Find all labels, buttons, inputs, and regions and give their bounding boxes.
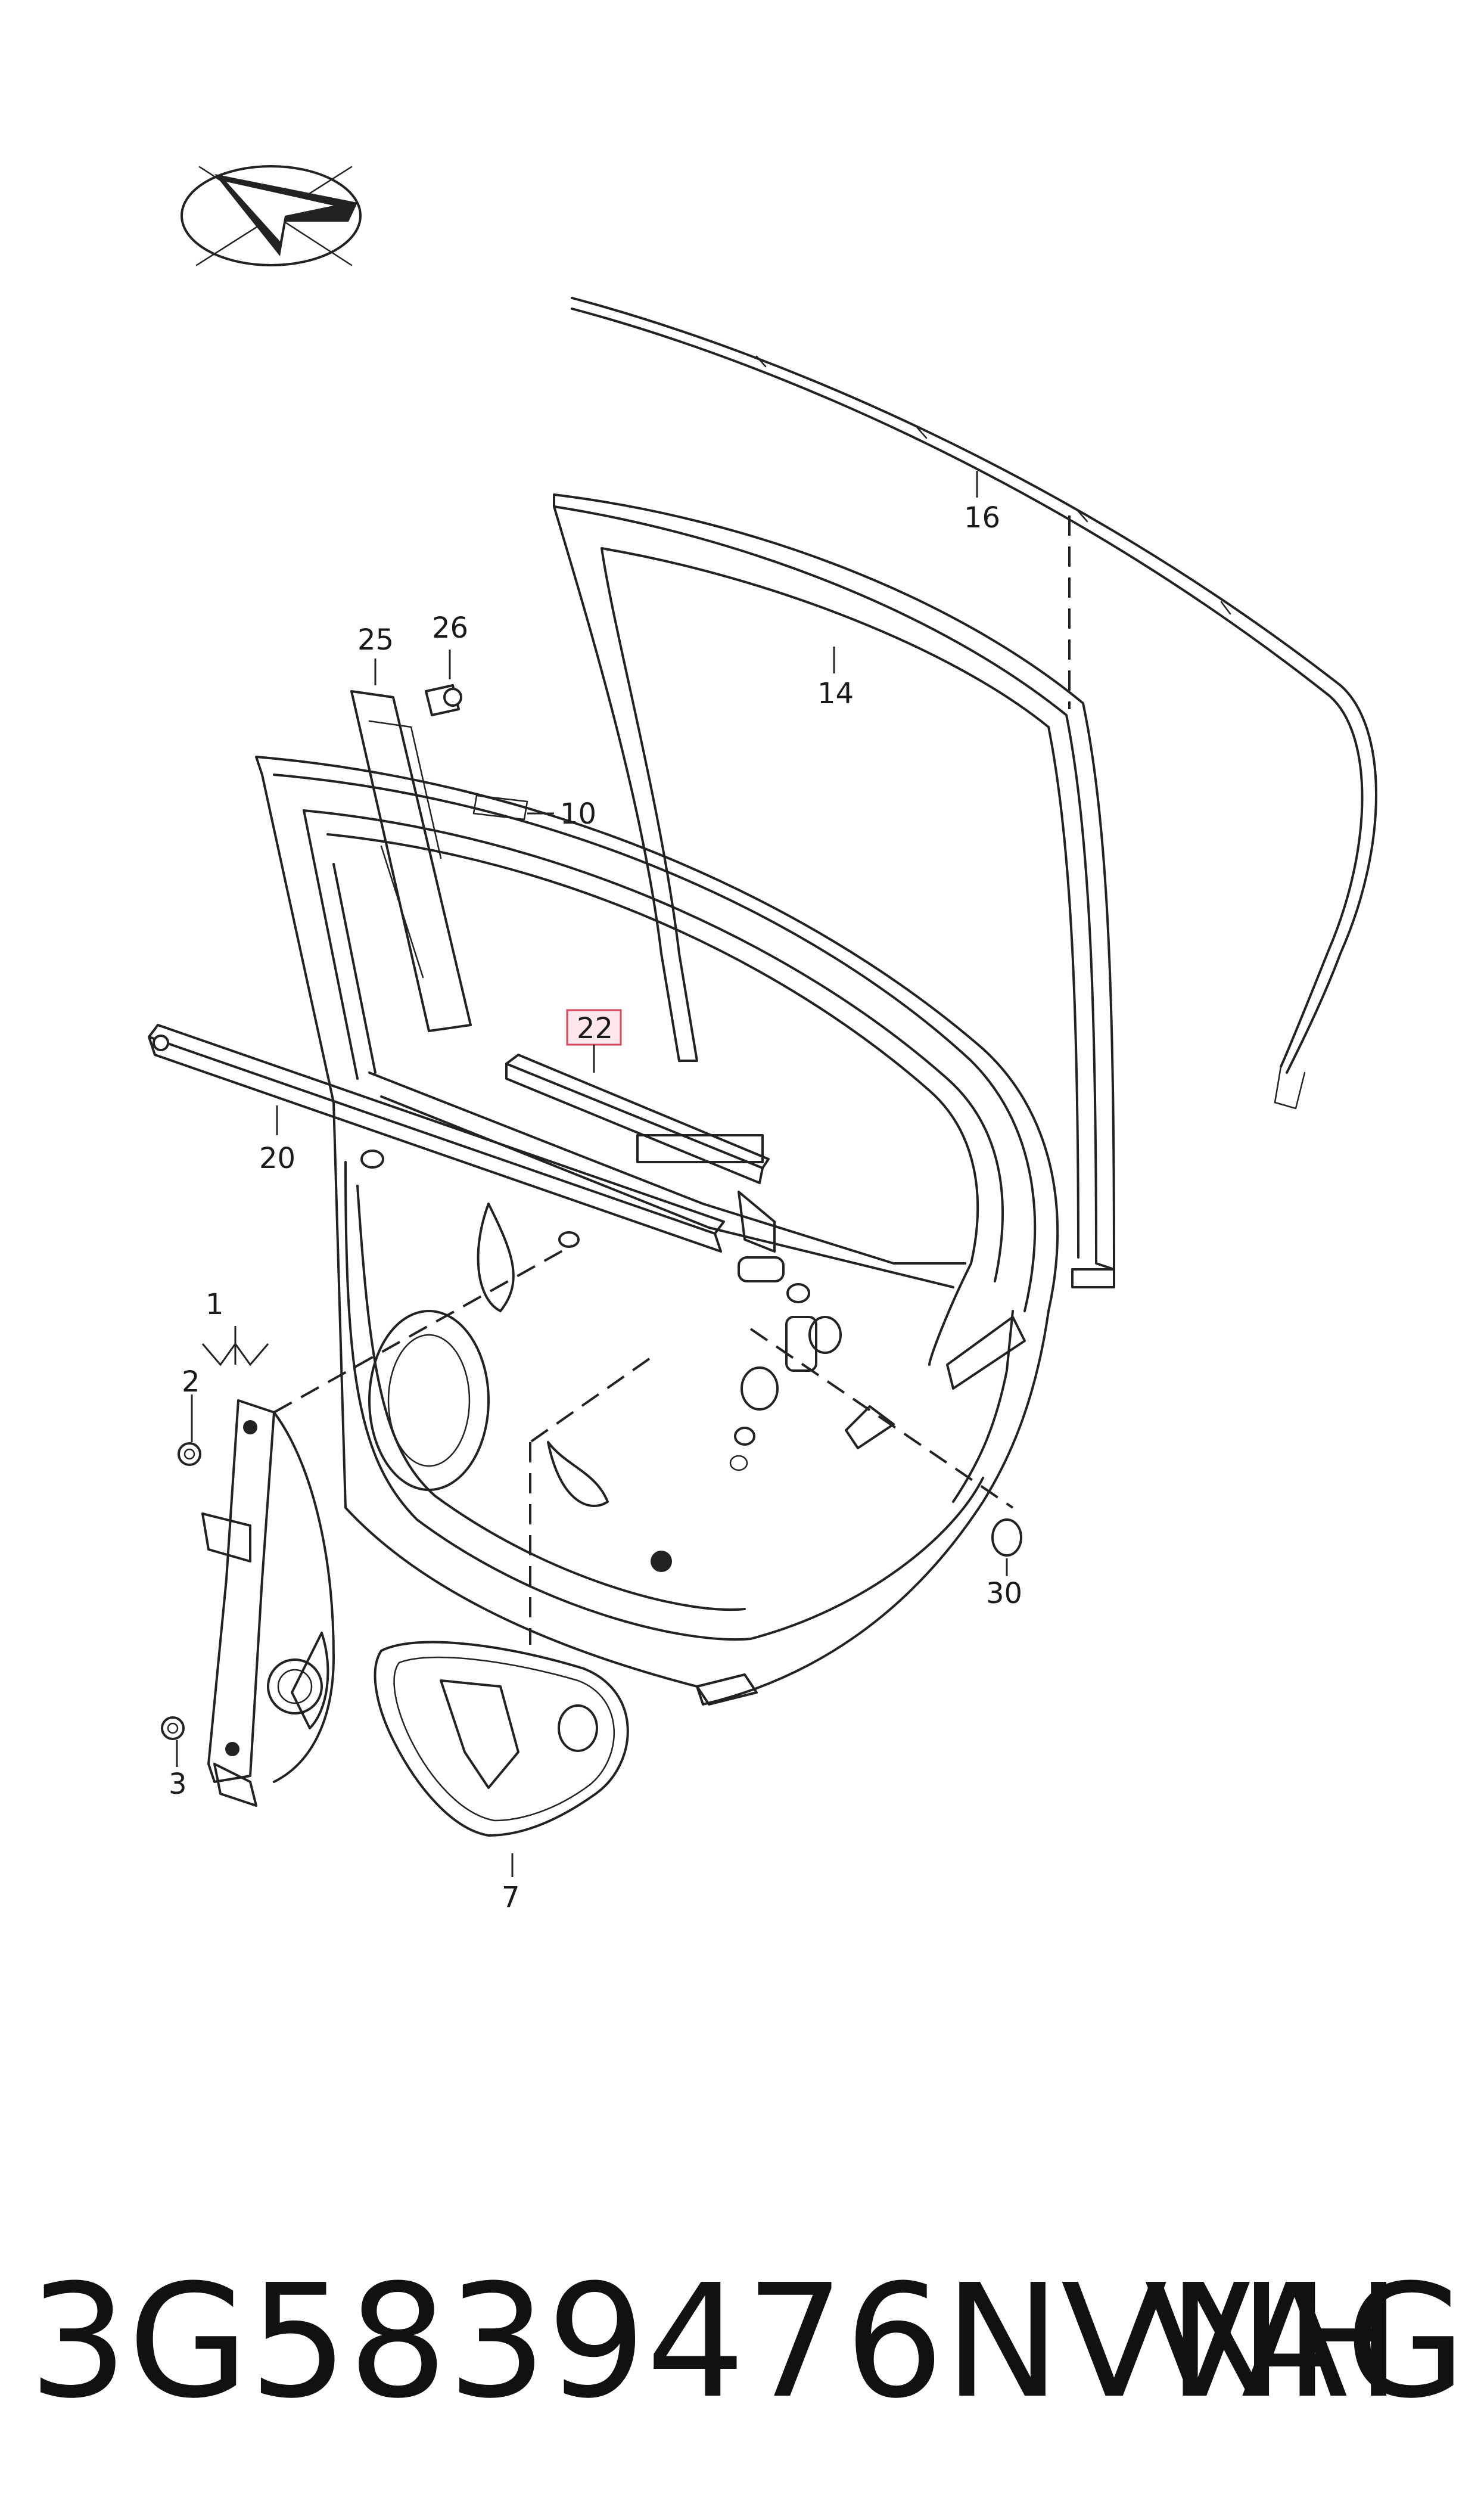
pillar-trim-part-25 — [350, 690, 472, 1032]
nut-part-3 — [161, 1716, 185, 1740]
callout-22: 22 — [577, 1012, 613, 1045]
brand-name: VAG — [1144, 2251, 1466, 2433]
rear-door-shell — [255, 756, 1115, 1706]
callout-26: 26 — [432, 611, 468, 645]
callout-1: 1 — [206, 1288, 224, 1321]
clip-part-26 — [425, 684, 462, 716]
callout-20: 20 — [259, 1142, 295, 1175]
callout-2: 2 — [182, 1365, 200, 1399]
outer-window-seal-part-20 — [148, 1024, 725, 1253]
callout-25: 25 — [357, 623, 394, 657]
inner-cover-part-7 — [374, 1641, 629, 1837]
part-number: 3G5839476NVNH — [29, 2251, 1402, 2433]
orientation-compass-icon — [181, 165, 362, 266]
roof-seal-strip-part-16 — [571, 297, 1377, 1110]
assembly-dash-lines — [273, 1244, 1014, 1645]
callout-14: 14 — [817, 677, 854, 710]
nut-part-2 — [178, 1442, 201, 1466]
callout-3: 3 — [169, 1768, 187, 1801]
plug-part-30 — [991, 1518, 1022, 1557]
callout-22-highlight — [566, 1009, 622, 1046]
callout-10: 10 — [560, 797, 596, 831]
inner-window-seal-part-22 — [505, 1054, 770, 1184]
label-plate-part-10 — [472, 794, 528, 821]
footer: 3G5839476NVNH VAG — [0, 2253, 1484, 2431]
callout-30: 30 — [986, 1577, 1022, 1610]
exploded-door-diagram: 16 14 — [148, 165, 1377, 1914]
callout-16: 16 — [964, 501, 1000, 535]
callout-7: 7 — [502, 1881, 520, 1914]
window-regulator-part-1 — [201, 1399, 335, 1807]
